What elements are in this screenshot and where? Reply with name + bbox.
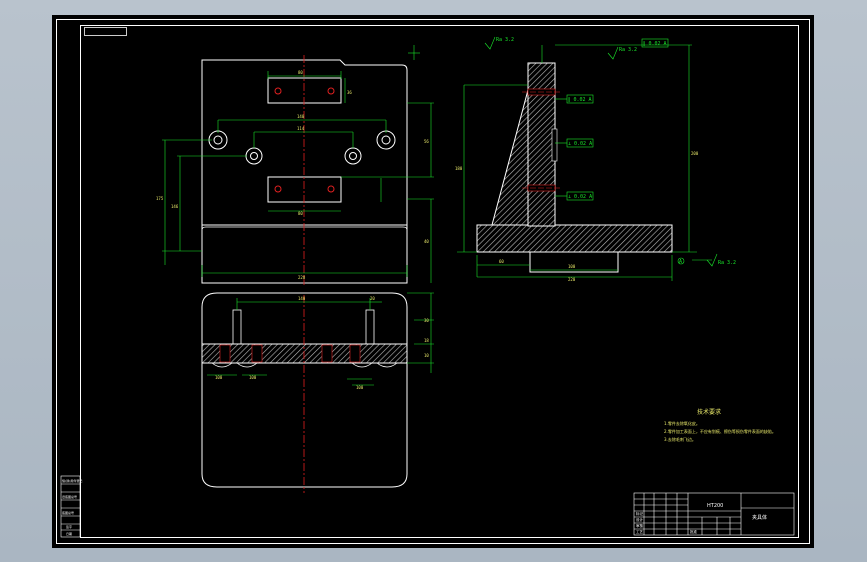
bottom-view-outline — [201, 292, 408, 488]
strip-cell-5: 底图总号 — [62, 510, 74, 515]
front-view: 80 36 140 114 175 146 56 40 80 220 — [156, 45, 434, 285]
corner-label-box — [84, 27, 127, 36]
fcf-1: ∥ 0.02 A — [568, 97, 592, 103]
hole-right-outer — [376, 130, 396, 150]
bottom-slot — [267, 176, 342, 203]
slot-screw-2 — [327, 87, 335, 95]
side-base-section — [476, 224, 673, 253]
side-dim-height: 180 — [455, 166, 463, 171]
bottom-view: 140 20 30 18 10 100 100 100 — [201, 292, 434, 493]
side-upright-section — [527, 62, 556, 227]
notes-item-2: 2.零件加工表面上，不应有划痕、擦伤等损伤零件表面的缺陷。 — [664, 428, 776, 434]
left-strip — [60, 475, 81, 538]
title-row-6: 批准 — [690, 529, 698, 534]
fcf-2: ⊥ 0.02 A — [568, 141, 592, 147]
side-view: ∥ 0.02 A ∥ 0.02 A ⊥ 0.02 A ⊥ 0.02 A Ra 3… — [455, 36, 736, 282]
bottom-dim-slot-left: 100 — [215, 375, 223, 380]
hole-left-inner — [245, 147, 263, 165]
bottom-dim-edge: 20 — [370, 296, 375, 301]
strip-cell-7: 签字 — [66, 524, 72, 529]
engineering-drawing: 80 36 140 114 175 146 56 40 80 220 — [56, 19, 810, 544]
dim-right-1: 56 — [424, 139, 429, 144]
side-dim-offset: 60 — [499, 259, 504, 264]
slot-screw-4 — [327, 185, 335, 193]
dim-bottom-slot: 80 — [298, 211, 303, 216]
title-row-1: 标记 — [636, 511, 644, 516]
front-view-base-curve — [201, 226, 408, 231]
dim-top-slot: 80 — [298, 70, 303, 75]
bottom-dim-h2: 18 — [424, 338, 429, 343]
dim-vertical-left-1: 175 — [156, 196, 164, 201]
side-dim-total-height: 200 — [691, 151, 699, 156]
technical-notes: 技术要求 1.零件去除氧化皮。 2.零件加工表面上，不应有划痕、擦伤等损伤零件表… — [664, 408, 776, 442]
bottom-dim-h1: 30 — [424, 318, 429, 323]
datum-label: A — [679, 259, 682, 265]
fcf-top: ∥ 0.02 A — [643, 41, 667, 47]
hole-right-outer-inner — [381, 135, 391, 145]
title-block — [633, 492, 795, 536]
roughness-2: Ra 3.2 — [619, 47, 637, 53]
front-view-outline — [201, 59, 408, 284]
strip-cell-8: 日期 — [66, 531, 72, 536]
top-slot — [267, 77, 342, 104]
dim-holes-outer: 140 — [297, 114, 305, 119]
dim-vertical-left-2: 146 — [171, 204, 179, 209]
side-dim-base-width: 220 — [568, 277, 576, 282]
side-dim-base-slot: 100 — [568, 264, 576, 269]
strip-cell-3: 旧底图总号 — [62, 494, 77, 499]
title-row-2: 设计 — [636, 517, 644, 522]
dim-width: 220 — [298, 275, 306, 280]
slot-screw-3 — [274, 185, 282, 193]
hole-right-inner-core — [349, 152, 357, 160]
drawing-sheet: 80 36 140 114 175 146 56 40 80 220 — [52, 15, 814, 548]
notes-title: 技术要求 — [697, 408, 721, 416]
hole-left-inner-core — [250, 152, 258, 160]
dim-right-2: 40 — [424, 239, 429, 244]
fcf-3: ⊥ 0.02 A — [568, 194, 592, 200]
bottom-dim-slot-right: 100 — [356, 385, 364, 390]
bottom-dim-h3: 10 — [424, 353, 429, 358]
title-row-3: 审核 — [636, 523, 644, 528]
dim-holes-inner: 114 — [297, 126, 305, 131]
inner-border — [80, 25, 799, 538]
notes-item-3: 3.去除毛刺飞边。 — [664, 436, 696, 442]
hole-right-inner — [344, 147, 362, 165]
roughness-3: Ra 3.2 — [718, 260, 736, 266]
side-base-slot — [529, 251, 619, 273]
bottom-section-band — [201, 343, 408, 364]
bottom-dim-slot-mid: 100 — [249, 375, 257, 380]
title-material: HT200 — [707, 503, 723, 509]
notes-item-1: 1.零件去除氧化皮。 — [664, 420, 700, 426]
hole-left-outer-inner — [213, 135, 223, 145]
roughness-1: Ra 3.2 — [496, 37, 514, 43]
title-row-4: 工艺 — [636, 529, 644, 534]
slot-screw-1 — [274, 87, 282, 95]
dim-slot-height: 36 — [347, 90, 352, 95]
strip-cell-1: 借(通)用件登记 — [62, 478, 82, 483]
title-part-name: 夹具体 — [752, 514, 767, 521]
side-rib — [491, 89, 529, 226]
bottom-dim-width: 140 — [298, 296, 306, 301]
outer-border — [56, 19, 810, 544]
